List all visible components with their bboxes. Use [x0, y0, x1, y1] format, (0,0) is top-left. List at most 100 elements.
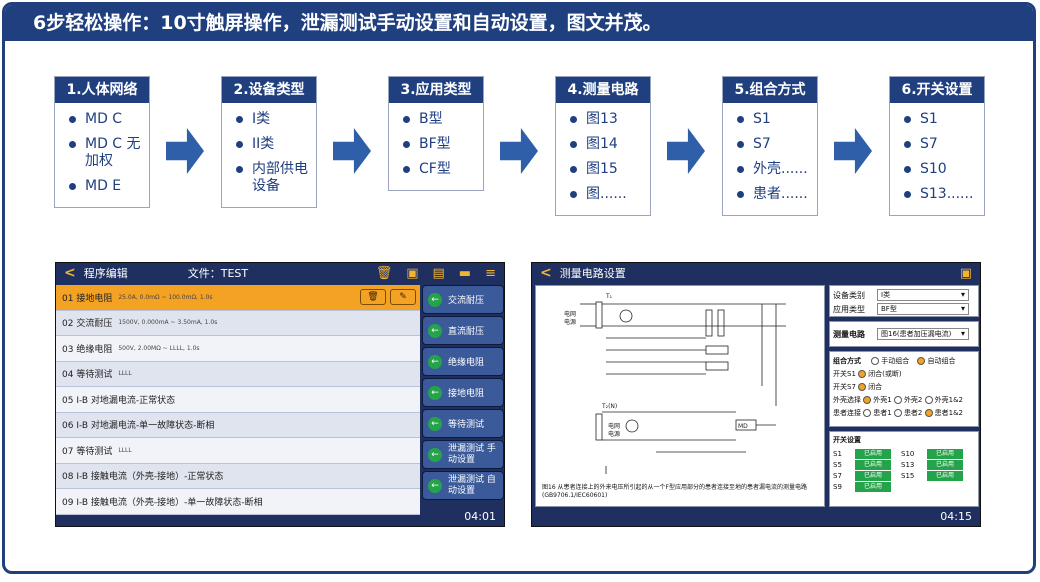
list-item: I类 — [234, 111, 312, 128]
list-item: 内部供电设备 — [234, 161, 312, 195]
banner-title: 6步轻松操作：10寸触屏操作，泄漏测试手动设置和自动设置，图文并茂。 — [5, 5, 1033, 41]
list-item: S7 — [902, 136, 980, 153]
back-icon[interactable]: < — [64, 265, 76, 281]
side-button-column: ←交流耐压 ←直流耐压 ←绝缘电阻 ←接地电阻 ←等待测试 ←泄漏测试 手动设置… — [422, 285, 504, 502]
switch-toggle[interactable]: 已启用 — [855, 449, 891, 459]
table-row[interactable]: 06 I-B 对地漏电流-单一故障状态-断相 — [56, 412, 420, 438]
radio-s7[interactable] — [858, 383, 867, 391]
svg-text:电网: 电网 — [608, 422, 620, 430]
radio-case2[interactable] — [893, 396, 902, 404]
switch-toggle[interactable]: 已启用 — [855, 482, 891, 492]
clock: 04:15 — [940, 510, 972, 523]
leak-auto-button[interactable]: ←泄漏测试 自动设置 — [422, 471, 504, 500]
table-row[interactable]: 09 I-B 接触电流（外壳-接地）-单一故障状态-断相 — [56, 489, 420, 515]
switch-toggle[interactable]: 已启用 — [855, 460, 891, 470]
arrow-left-icon: ← — [428, 292, 442, 307]
save-icon[interactable]: ▣ — [406, 265, 419, 281]
ac-withstand-button[interactable]: ←交流耐压 — [422, 285, 504, 314]
list-item: S13...... — [902, 186, 980, 203]
menu-icon[interactable]: ≡ — [485, 265, 496, 281]
list-item: CF型 — [401, 161, 479, 178]
back-icon[interactable]: < — [540, 265, 552, 281]
screen-title: 测量电路设置 — [559, 267, 626, 280]
radio-case12[interactable] — [924, 396, 933, 404]
step-2: 2.设备类型 I类 II类内部供电设备 — [221, 76, 317, 208]
trash-icon[interactable]: 🗑 — [375, 265, 393, 281]
list-item: S7 — [735, 136, 813, 153]
switch-toggle[interactable]: 已启用 — [927, 471, 963, 481]
list-item: 图15 — [568, 161, 646, 178]
arrow-left-icon: ← — [428, 478, 442, 493]
wait-test-button[interactable]: ←等待测试 — [422, 409, 504, 438]
edit-button[interactable]: ✎ — [390, 289, 416, 306]
radio-auto[interactable] — [917, 357, 926, 365]
list-item: 患者...... — [735, 186, 813, 203]
list-item: S10 — [902, 161, 980, 178]
table-row[interactable]: 08 I-B 接触电流（外壳-接地）-正常状态 — [56, 463, 420, 489]
list-item: 图...... — [568, 186, 646, 203]
radio-patient12[interactable] — [924, 409, 933, 417]
svg-text:T₁: T₁ — [605, 293, 613, 300]
list-item: B型 — [401, 111, 479, 128]
radio-manual[interactable] — [871, 357, 880, 365]
arrow-left-icon: ← — [428, 385, 442, 400]
insulation-button[interactable]: ←绝缘电阻 — [422, 347, 504, 376]
step-title: 3.应用类型 — [389, 77, 483, 103]
delete-button[interactable]: 🗑 — [360, 289, 386, 306]
radio-patient2[interactable] — [893, 409, 902, 417]
page-frame: 6步轻松操作：10寸触屏操作，泄漏测试手动设置和自动设置，图文并茂。 — [2, 2, 1036, 574]
step-title: 1.人体网络 — [55, 77, 149, 103]
table-row[interactable]: 05 I-B 对地漏电流-正常状态 — [56, 387, 420, 413]
circuit-select[interactable]: 图16(患者加压漏电流) — [877, 328, 969, 340]
step-title: 5.组合方式 — [723, 77, 817, 103]
radio-case1[interactable] — [863, 396, 872, 404]
step-title: 2.设备类型 — [222, 77, 316, 103]
step-title: 4.测量电路 — [556, 77, 650, 103]
svg-text:电源: 电源 — [564, 318, 576, 326]
document-icon[interactable]: ▤ — [432, 265, 445, 281]
screen-title: 程序编辑 — [83, 267, 128, 280]
dc-withstand-button[interactable]: ←直流耐压 — [422, 316, 504, 345]
list-item: 图14 — [568, 136, 646, 153]
switch-toggle[interactable]: 已启用 — [855, 471, 891, 481]
device-class-select[interactable]: I类 — [877, 289, 969, 301]
list-item: MD E — [67, 178, 145, 195]
list-item: BF型 — [401, 136, 479, 153]
list-item: 外壳...... — [735, 161, 813, 178]
list-item: MD C — [67, 111, 145, 128]
ground-resistance-button[interactable]: ←接地电阻 — [422, 378, 504, 407]
circuit-panel: 测量电路图16(患者加压漏电流) — [829, 321, 979, 347]
list-item: II类 — [234, 136, 312, 153]
svg-text:电网: 电网 — [564, 310, 576, 318]
switch-toggle[interactable]: 已启用 — [927, 449, 963, 459]
arrow-left-icon: ← — [428, 323, 442, 338]
list-item: S1 — [735, 111, 813, 128]
app-type-select[interactable]: BF型 — [877, 303, 969, 315]
switch-toggle[interactable]: 已启用 — [927, 460, 963, 470]
save-icon[interactable]: ▣ — [959, 265, 972, 281]
radio-s1[interactable] — [858, 370, 867, 378]
folder-icon[interactable]: ▬ — [458, 265, 472, 281]
arrow-left-icon: ← — [428, 354, 442, 369]
diagram-caption: 图16 从患者连接上的外来电压所引起的从一个F型应用部分的患者连接至地的患者漏电… — [542, 484, 807, 499]
radio-patient1[interactable] — [863, 409, 872, 417]
arrow-left-icon: ← — [428, 416, 442, 431]
step-title: 6.开关设置 — [890, 77, 984, 103]
leak-manual-button[interactable]: ←泄漏测试 手动设置 — [422, 440, 504, 469]
svg-text:MD: MD — [738, 423, 748, 430]
clock: 04:01 — [464, 510, 496, 523]
